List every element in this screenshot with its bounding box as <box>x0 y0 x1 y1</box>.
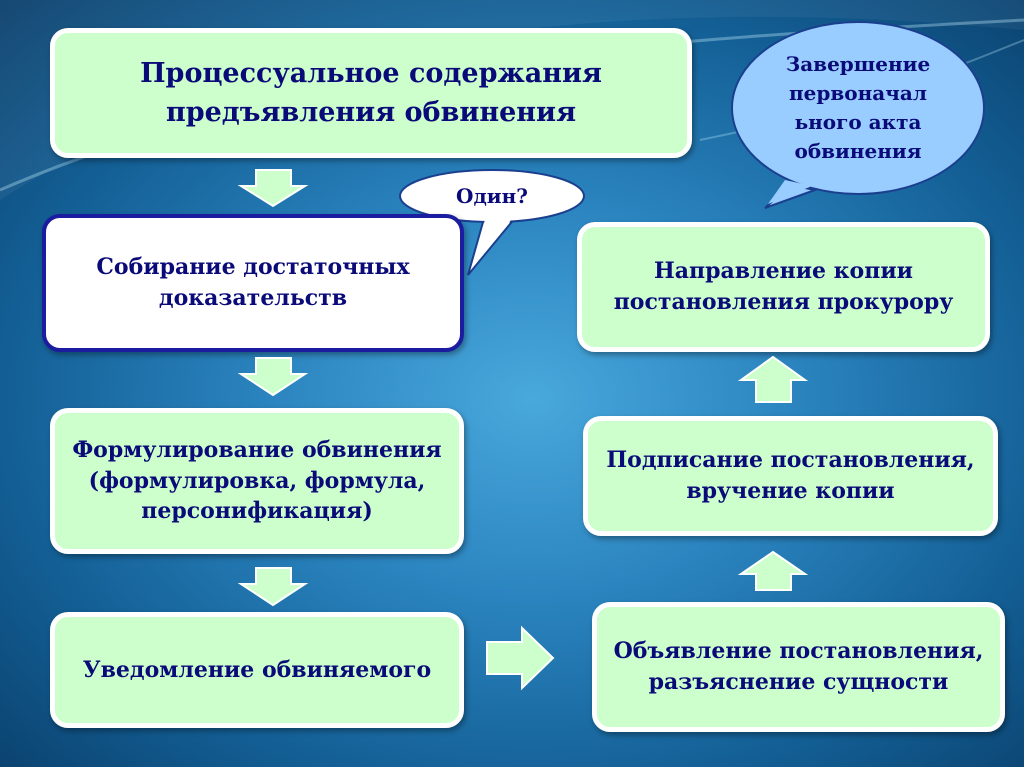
arrow-down-icon <box>237 567 309 607</box>
step-text: Формулирование обвинения (формулировка, … <box>72 436 442 525</box>
step-announce-resolution: Объявление постановления, разъяснение су… <box>592 602 1005 732</box>
arrow-right-icon <box>486 625 555 691</box>
step-text: Объявление постановления, разъяснение су… <box>613 638 984 695</box>
question-callout-text: Один? <box>456 184 528 208</box>
completion-callout-text: Завершение первоначал ьного акта обвинен… <box>785 52 931 163</box>
arrow-down-icon <box>237 357 309 397</box>
step-text: Подписание постановления, вручение копии <box>606 447 975 504</box>
step-text: Собирание достаточных доказательств <box>96 254 410 311</box>
step-collect-evidence: Собирание достаточных доказательств <box>42 214 464 352</box>
arrow-up-icon <box>737 550 809 591</box>
step-notify-accused: Уведомление обвиняемого <box>50 612 464 728</box>
title-text: Процессуальное содержания предъявления о… <box>140 57 602 128</box>
step-formulate-charge: Формулирование обвинения (формулировка, … <box>50 408 464 554</box>
step-send-to-prosecutor: Направление копии постановления прокурор… <box>577 222 990 352</box>
step-text: Направление копии постановления прокурор… <box>613 258 954 315</box>
step-sign-resolution: Подписание постановления, вручение копии <box>583 416 998 536</box>
arrow-up-icon <box>737 355 809 403</box>
completion-callout-ellipse <box>731 21 985 195</box>
title-box: Процессуальное содержания предъявления о… <box>50 28 692 158</box>
arrow-down-icon <box>237 169 309 208</box>
step-text: Уведомление обвиняемого <box>82 656 432 683</box>
